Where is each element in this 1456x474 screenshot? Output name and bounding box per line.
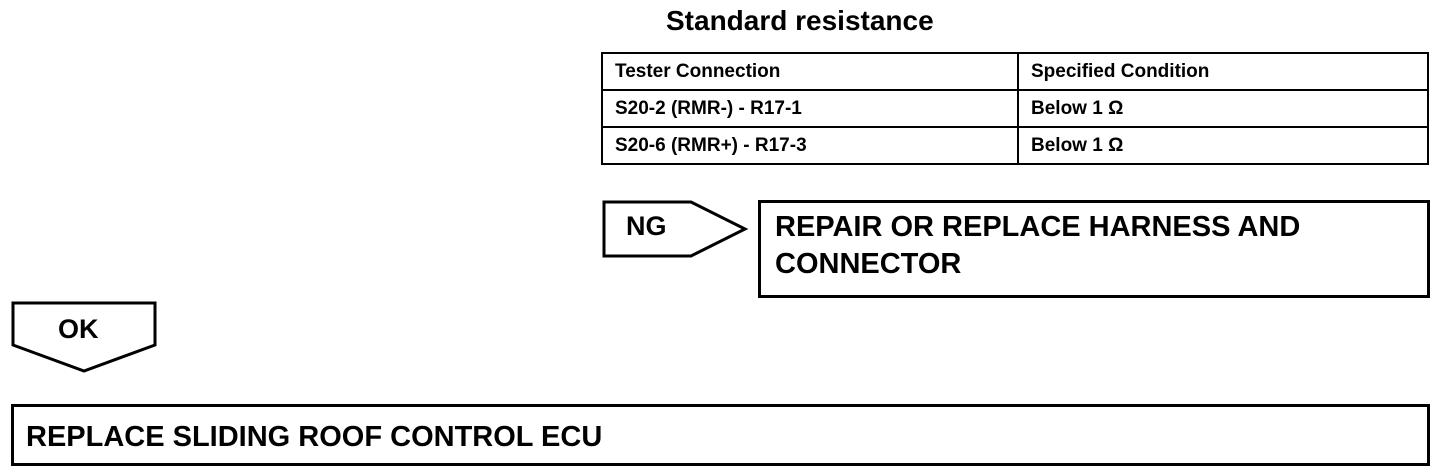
table-row: S20-2 (RMR-) - R17-1 Below 1 Ω (601, 89, 1429, 128)
table-row: S20-6 (RMR+) - R17-3 Below 1 Ω (601, 126, 1429, 165)
ok-action-box: REPLACE SLIDING ROOF CONTROL ECU (11, 404, 1430, 466)
diagram-title: Standard resistance (666, 5, 934, 36)
table-cell-condition: Below 1 Ω (1017, 126, 1429, 165)
ok-arrow-shape (11, 301, 157, 373)
table-cell-connection: S20-6 (RMR+) - R17-3 (601, 126, 1019, 165)
ok-label: OK (58, 314, 99, 344)
table-cell-connection: S20-2 (RMR-) - R17-1 (601, 89, 1019, 128)
header-specified-condition: Specified Condition (1017, 52, 1429, 91)
ok-action-text: REPLACE SLIDING ROOF CONTROL ECU (26, 421, 603, 453)
ng-arrow-shape (602, 200, 749, 258)
ng-action-line-2: CONNECTOR (775, 248, 962, 280)
ng-action-box: REPAIR OR REPLACE HARNESS AND CONNECTOR (758, 200, 1430, 298)
table-cell-condition: Below 1 Ω (1017, 89, 1429, 128)
header-tester-connection: Tester Connection (601, 52, 1019, 91)
ng-action-line-1: REPAIR OR REPLACE HARNESS AND (775, 211, 1301, 243)
table-header-row: Tester Connection Specified Condition (601, 52, 1429, 91)
ng-label: NG (626, 211, 667, 241)
resistance-table: Tester Connection Specified Condition S2… (601, 52, 1429, 165)
